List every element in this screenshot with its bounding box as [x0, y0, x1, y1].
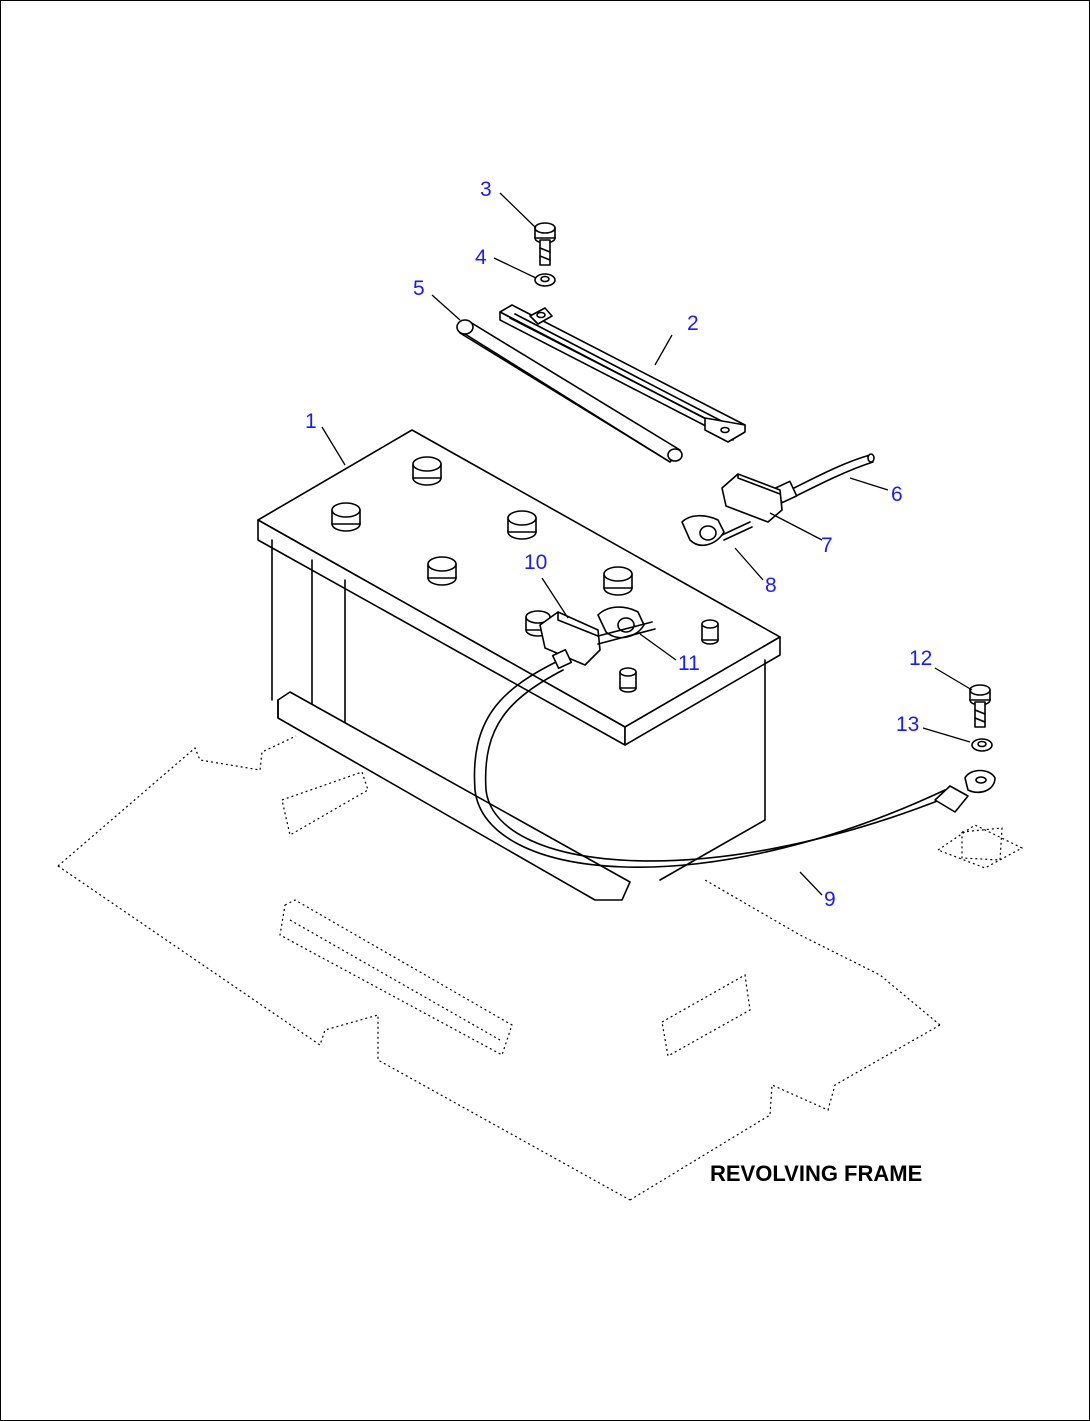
leader-lines — [321, 192, 973, 896]
terminal-clamp-part-8 — [681, 514, 753, 547]
callout-2: 2 — [687, 312, 699, 335]
washer-part-4 — [534, 273, 556, 287]
callout-11: 11 — [678, 652, 700, 675]
callout-9: 9 — [824, 888, 836, 911]
callout-8: 8 — [765, 574, 777, 597]
part-callouts: 1 2 3 4 5 6 7 8 9 10 11 12 13 — [305, 178, 932, 911]
callout-3: 3 — [480, 178, 492, 201]
washer-part-13 — [971, 738, 993, 752]
callout-7: 7 — [821, 534, 833, 557]
callout-5: 5 — [413, 277, 425, 300]
callout-4: 4 — [475, 246, 487, 269]
bolt-part-12 — [969, 684, 991, 728]
rubber-tube — [456, 319, 683, 463]
cable-lug — [964, 769, 996, 794]
battery-hold-bracket — [499, 304, 746, 443]
callout-12: 12 — [909, 647, 932, 670]
battery-vent-caps — [331, 456, 633, 637]
terminal-cover-part-7 — [721, 473, 783, 523]
callout-6: 6 — [891, 483, 903, 506]
bolt-part-3 — [534, 222, 556, 266]
revolving-frame-outline — [57, 735, 1024, 1201]
terminal-clamp-part-11 — [597, 606, 656, 645]
callout-1: 1 — [305, 410, 317, 433]
battery-body — [257, 429, 781, 901]
callout-13: 13 — [896, 713, 919, 736]
positive-cable-part-6 — [774, 453, 875, 504]
terminal-cover-part-10 — [539, 611, 601, 670]
callout-10: 10 — [524, 551, 547, 574]
revolving-frame-label: REVOLVING FRAME — [710, 1161, 922, 1186]
negative-cable-part-9 — [473, 661, 969, 868]
battery-terminal-posts — [619, 619, 719, 693]
